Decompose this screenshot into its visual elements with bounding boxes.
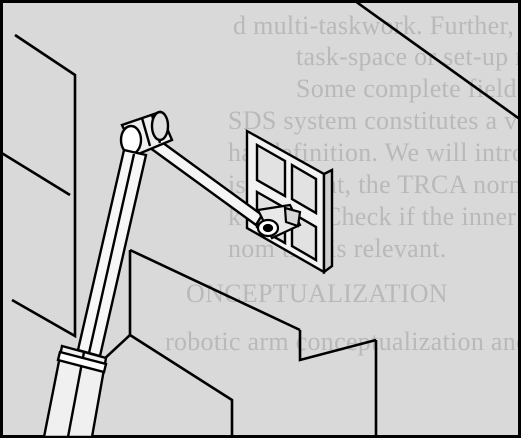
window-side [322,168,334,275]
shoulder-joint [119,110,174,157]
main-boom-lower [42,344,108,438]
wall-bottom-block [129,333,234,436]
wall-ledge [0,150,71,197]
bg-text-line-2: task-space or set-up manually to pro [296,42,521,71]
wrist-joint-pin [262,223,274,233]
bg-text-line-10: robotic arm conceptualization and [165,327,521,356]
bg-text-line-4: SDS system constitutes a very valid, t [228,106,521,135]
bg-text-line-9: ONCEPTUALIZATION [186,279,448,308]
wall-left-pillar [11,33,77,339]
bg-text-line-3: Some complete field tasks without [296,74,521,103]
window-frame [245,128,334,275]
window-pane-top-right [290,162,318,216]
gripper [256,203,302,240]
wall-ceiling-edge [129,248,301,332]
wall-right-step [298,330,377,362]
gripper-jaw [283,206,302,228]
wall-top-edge [354,0,521,122]
window-pane-top-left [255,142,287,199]
